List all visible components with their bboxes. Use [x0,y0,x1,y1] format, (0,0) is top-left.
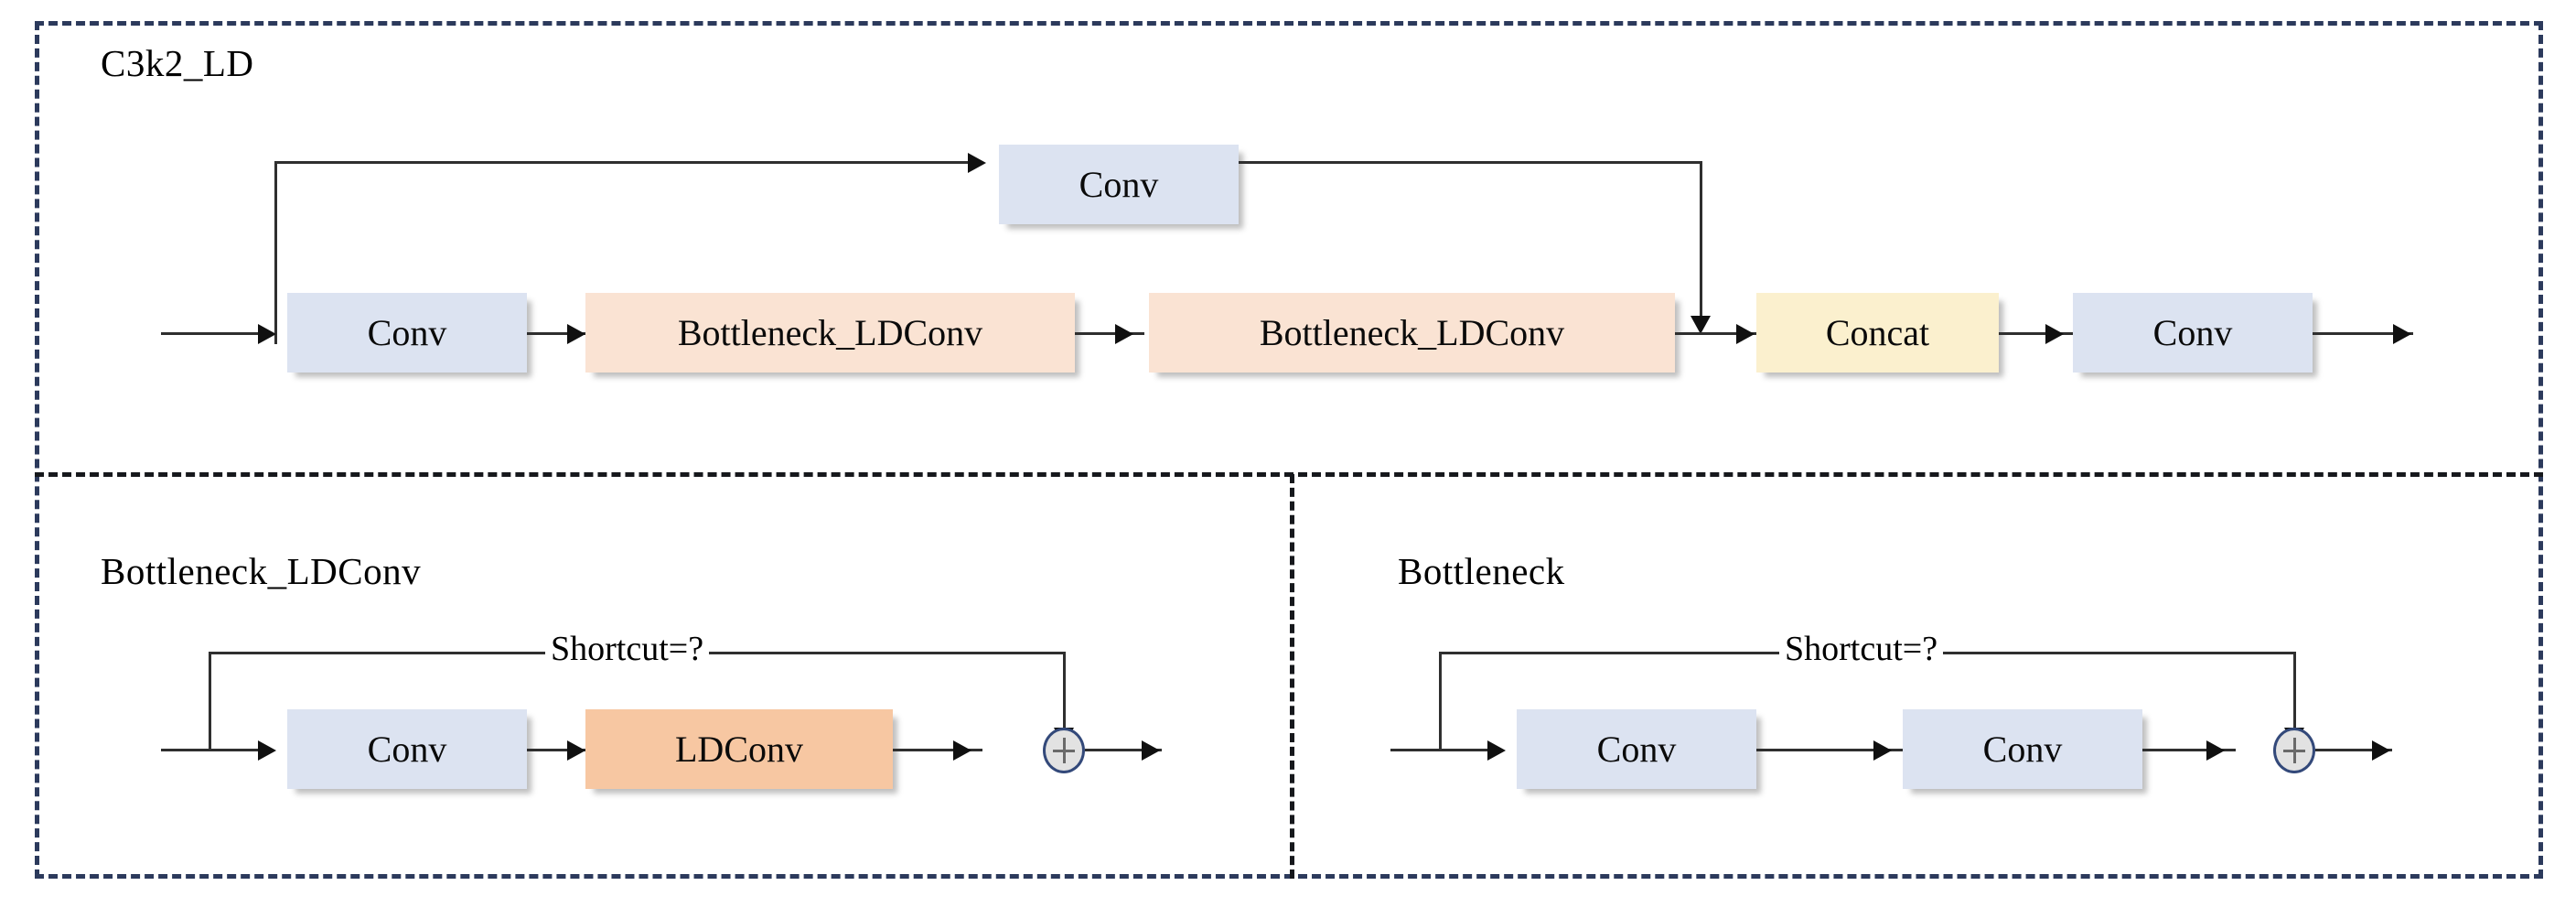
wire-br-shortcut-up [1439,652,1442,750]
wire-br-shortcut-down [2293,652,2296,734]
wire-bn2-to-concat [1675,332,1766,335]
arrowhead-br-into-plus [2206,740,2225,761]
block-out-conv[interactable]: Conv [2073,293,2313,373]
block-bottleneck-ldconv-2[interactable]: Bottleneck_LDConv [1149,293,1675,373]
arrowhead-br-output [2372,740,2390,761]
wire-br-output [2315,749,2392,751]
arrowhead-bl-into-ldconv [567,740,585,761]
plus-node-bottom-left [1043,728,1085,773]
arrowhead-main-output [2393,324,2411,344]
wire-br-conv2-to-plus [2142,749,2236,751]
block-bottleneck-ldconv-1[interactable]: Bottleneck_LDConv [585,293,1075,373]
vertical-divider [1290,474,1294,879]
panel-title-bottleneck: Bottleneck [1398,550,1565,592]
wire-bl-shortcut-up [209,652,211,750]
block-br-conv-1[interactable]: Conv [1517,709,1756,789]
wire-main-input [161,332,262,335]
wire-stem-to-bn1 [527,332,596,335]
block-concat[interactable]: Concat [1756,293,1999,373]
wire-br-conv1-to-conv2 [1756,749,1912,751]
panel-title-bottleneck-ldconv: Bottleneck_LDConv [101,550,422,592]
block-branch-conv[interactable]: Conv [999,145,1239,224]
block-stem-conv[interactable]: Conv [287,293,527,373]
arrowhead-into-bn1 [567,324,585,344]
arrowhead-bl-output [1142,740,1160,761]
arrowhead-main-input [258,324,276,344]
wire-branch-up [274,161,277,344]
wire-bl-shortcut-down [1063,652,1066,734]
block-ldconv[interactable]: LDConv [585,709,893,789]
arrowhead-into-concat [1736,324,1755,344]
wire-concat-to-outconv [1999,332,2075,335]
wire-main-output [2313,332,2413,335]
arrowhead-br-input [1487,740,1506,761]
shortcut-label-bottom-right: Shortcut=? [1779,632,1944,666]
arrowhead-branch-into-main [1690,316,1711,334]
arrowhead-into-bn2 [1115,324,1133,344]
wire-bl-conv-to-ldconv [527,749,596,751]
arrowhead-into-out-conv [2045,324,2064,344]
wire-branch-out-right [1239,161,1701,164]
horizontal-divider [35,472,2543,477]
wire-branch-down [1700,161,1702,320]
panel-title-c3k2-ld: C3k2_LD [101,42,254,84]
arrowhead-br-into-conv2 [1873,740,1892,761]
plus-node-bottom-right [2273,728,2315,773]
outer-dashed-frame [35,21,2543,879]
shortcut-label-bottom-left: Shortcut=? [545,632,710,666]
block-br-conv-2[interactable]: Conv [1903,709,2142,789]
arrowhead-bl-input [258,740,276,761]
arrowhead-bl-into-plus [953,740,971,761]
block-bl-conv[interactable]: Conv [287,709,527,789]
wire-branch-right [274,161,970,164]
wire-bl-ldconv-to-plus [893,749,982,751]
arrowhead-into-branch-conv [968,153,986,173]
wire-bn1-to-bn2 [1075,332,1144,335]
wire-bl-input [161,749,262,751]
wire-br-input [1390,749,1491,751]
wire-bl-output [1085,749,1162,751]
